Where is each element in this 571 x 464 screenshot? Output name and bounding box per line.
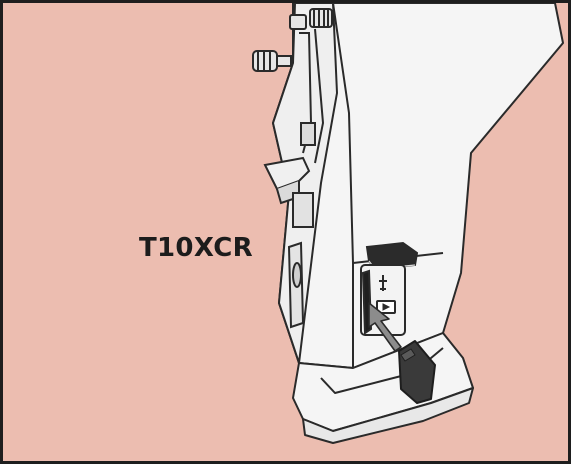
base-foot — [302, 387, 474, 444]
knob-side-stem — [276, 55, 292, 67]
knob-top-left — [289, 14, 307, 30]
side-jack — [287, 241, 305, 329]
card-icon-glyph — [382, 303, 391, 311]
jack-hole — [292, 262, 302, 288]
card-slot-cover — [360, 241, 419, 336]
switch-slot — [300, 122, 316, 146]
card-icon-plus — [379, 275, 387, 291]
knob-top-right — [309, 8, 333, 28]
model-label: T10XCR — [139, 233, 253, 263]
transmitter-illustration — [3, 3, 568, 461]
lever-switch — [263, 156, 314, 228]
side-rails — [299, 28, 325, 164]
dial-knobs — [252, 8, 333, 72]
sd-card — [398, 340, 436, 404]
insert-arrow — [368, 302, 402, 352]
shell-contour — [332, 3, 354, 368]
lower-slot — [292, 192, 314, 228]
